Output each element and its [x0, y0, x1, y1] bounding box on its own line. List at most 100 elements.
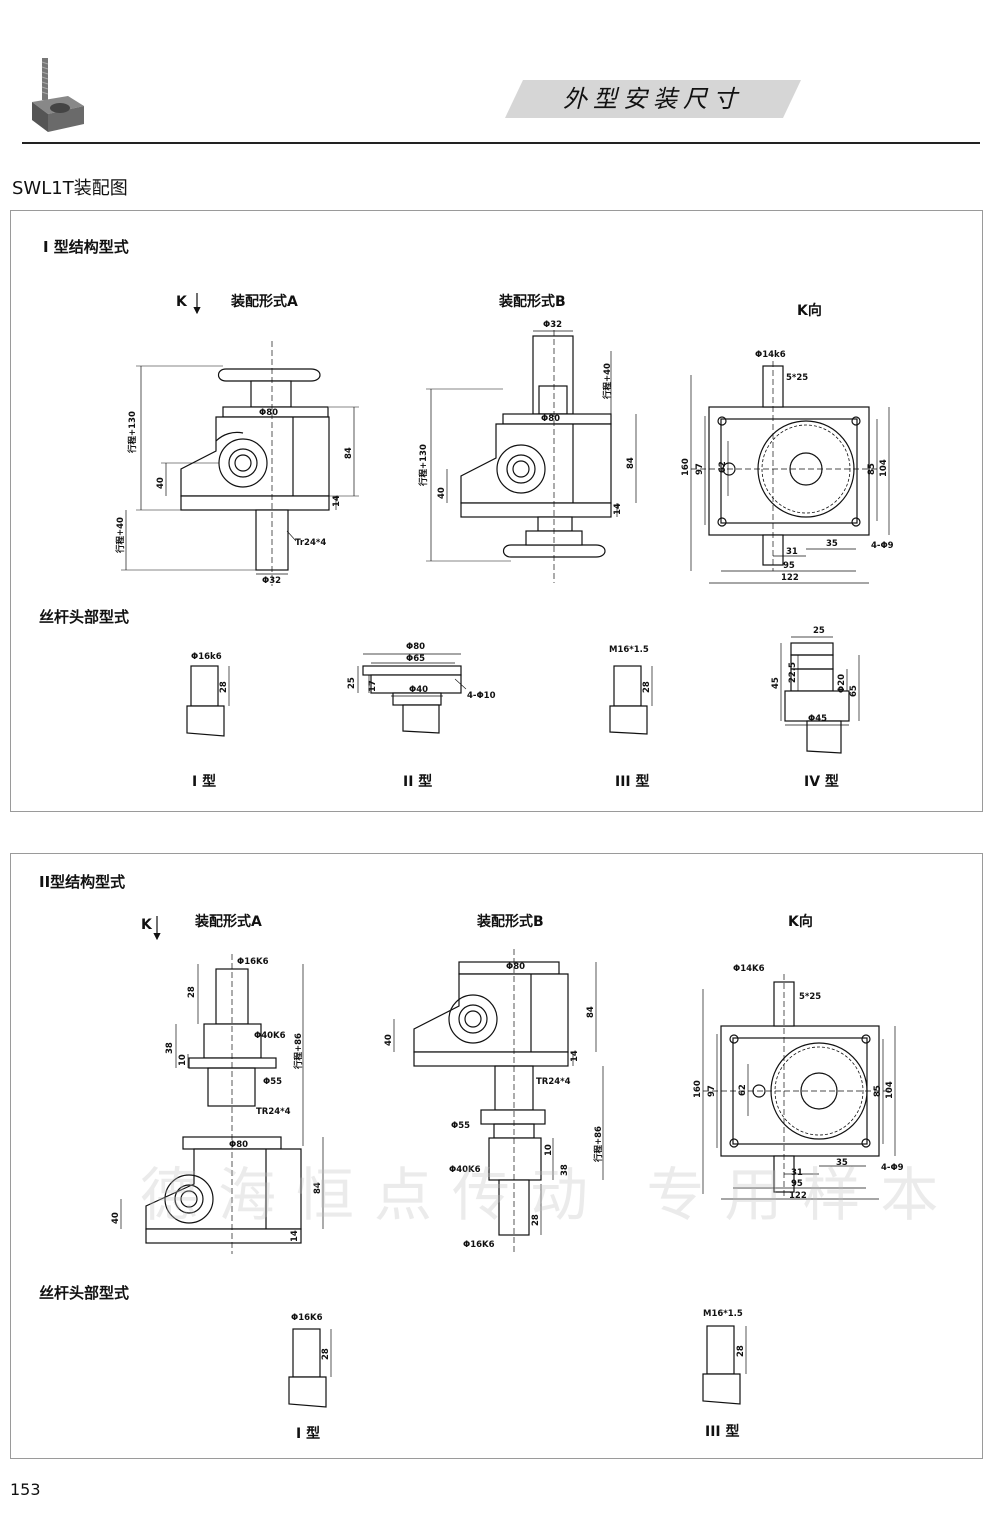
dim-phi80: Φ80: [259, 408, 278, 418]
drawing-line: [464, 1010, 482, 1028]
drawing-line: [188, 1057, 277, 1069]
dim-tr: TR24*4: [256, 1107, 291, 1117]
page-number: 153: [10, 1480, 41, 1499]
dim-28: 28: [321, 1348, 331, 1360]
end-type-2-labels: Φ80 Φ65 25 17 Φ40 4-Φ10 II 型: [347, 642, 496, 790]
dim-stroke40: 行程+40: [115, 517, 126, 554]
dim-31: 31: [786, 547, 798, 557]
dim-31: 31: [791, 1168, 803, 1178]
dim-95: 95: [783, 561, 795, 571]
k-view: K向: [690, 302, 890, 584]
drawing-line: [228, 448, 258, 478]
dim-14: 14: [570, 1050, 580, 1062]
drawing-line: [460, 423, 612, 504]
dim-phi45: Φ45: [808, 714, 827, 724]
assembly-a-title: 装配形式A: [230, 293, 298, 310]
assembly-b-view: 装配形式B: [393, 913, 604, 1254]
drawing-line: [288, 1376, 327, 1408]
drawing-line: [186, 705, 225, 737]
drawing-line: [861, 1138, 871, 1148]
dim-phi80: Φ80: [406, 642, 425, 652]
dim-14: 14: [332, 495, 342, 507]
end-type-3-label: III 型: [615, 773, 650, 790]
drawing-line: [164, 1174, 214, 1224]
drawing-line: [402, 704, 440, 734]
dim-28: 28: [736, 1345, 746, 1357]
drawing-line: [706, 1325, 735, 1375]
drawing-line: [774, 1046, 864, 1136]
dim-phi40: Φ40: [409, 685, 428, 695]
dim-stroke130: 行程+130: [418, 444, 429, 487]
dim-10: 10: [544, 1144, 554, 1156]
drawing-line: [784, 690, 850, 722]
end-type-2-label: II 型: [403, 773, 432, 790]
drawing-line: [717, 416, 727, 426]
dim-phi14: Φ14K6: [733, 964, 765, 974]
dim-m16: M16*1.5: [609, 645, 649, 655]
dim-22-5: 22.5: [788, 662, 798, 683]
end-type-1-labels: Φ16k6 28 I 型: [191, 652, 229, 790]
document-title: SWL1T装配图: [12, 178, 128, 199]
k-view-dimensions: Φ14k6 5*25 160 97 62 85 104 31 35 95 122…: [681, 350, 894, 583]
dim-84: 84: [626, 457, 636, 469]
drawing-line: [790, 642, 834, 656]
dim-28: 28: [187, 986, 197, 998]
dim-40: 40: [384, 1034, 394, 1046]
drawing-line: [458, 1004, 488, 1034]
assembly-b-view: 装配形式B: [426, 293, 637, 583]
assembly-a-dimensions: Φ80 行程+130 40 84 14 行程+40 Tr24*4 Φ32: [115, 408, 354, 586]
drawing-line: [537, 516, 573, 532]
assembly-a-title: 装配形式A: [194, 913, 262, 930]
end-type-3: [702, 1325, 747, 1405]
drawing-line: [250, 380, 292, 408]
drawing-line: [512, 460, 530, 478]
watermark: 德海恒点传动 专用样本: [140, 1161, 959, 1229]
dim-phi55: Φ55: [451, 1121, 470, 1131]
drawing-line: [217, 368, 321, 382]
drawing-line: [806, 720, 842, 754]
drawing-line: [292, 1328, 321, 1378]
dim-14: 14: [613, 503, 623, 515]
drawing-line: [729, 1138, 739, 1148]
end-type-1: [288, 1328, 332, 1408]
dim-phi80: Φ80: [229, 1140, 248, 1150]
dim-97: 97: [707, 1085, 717, 1097]
drawing-line: [454, 678, 467, 690]
dim-25: 25: [813, 626, 825, 636]
end-type-1-label: I 型: [192, 773, 216, 790]
dim-97: 97: [695, 463, 705, 475]
drawing-line: [41, 66, 49, 70]
assembly-b-title: 装配形式B: [498, 293, 566, 310]
drawing-line: [532, 335, 574, 415]
dim-160: 160: [681, 458, 691, 476]
product-thumbnail: [32, 58, 84, 132]
dim-17: 17: [368, 680, 378, 692]
dim-key: 5*25: [786, 373, 808, 383]
end-type-3-label: III 型: [705, 1423, 740, 1440]
dim-10: 10: [178, 1054, 188, 1066]
dim-28: 28: [219, 681, 229, 693]
drawing-line: [413, 973, 569, 1053]
dim-holes: 4-Φ9: [881, 1163, 904, 1173]
drawing-line: [717, 517, 727, 527]
drawing-line: [506, 454, 536, 484]
dim-stroke40: 行程+40: [602, 363, 613, 400]
drawing-line: [702, 1373, 741, 1405]
drawing-line: [41, 86, 49, 90]
end-type-3-labels: M16*1.5 28 III 型: [609, 645, 652, 790]
dim-tr: Tr24*4: [295, 538, 326, 548]
end-type-4-label: IV 型: [804, 773, 839, 790]
drawing-line: [41, 81, 49, 85]
dim-stroke86: 行程+86: [293, 1033, 304, 1070]
dim-84: 84: [313, 1182, 323, 1194]
dim-45: 45: [771, 677, 781, 689]
k-arrow-label: K: [141, 917, 153, 933]
dim-phi20: Φ20: [837, 674, 847, 693]
drawing-line: [851, 517, 861, 527]
end-type-3: [609, 665, 653, 735]
drawing-line: [800, 1072, 838, 1110]
drawing-line: [41, 76, 49, 80]
dim-holes: 4-Φ9: [871, 541, 894, 551]
dim-key: 5*25: [799, 992, 821, 1002]
assembly-a-view: K 装配形式A: [121, 293, 359, 586]
